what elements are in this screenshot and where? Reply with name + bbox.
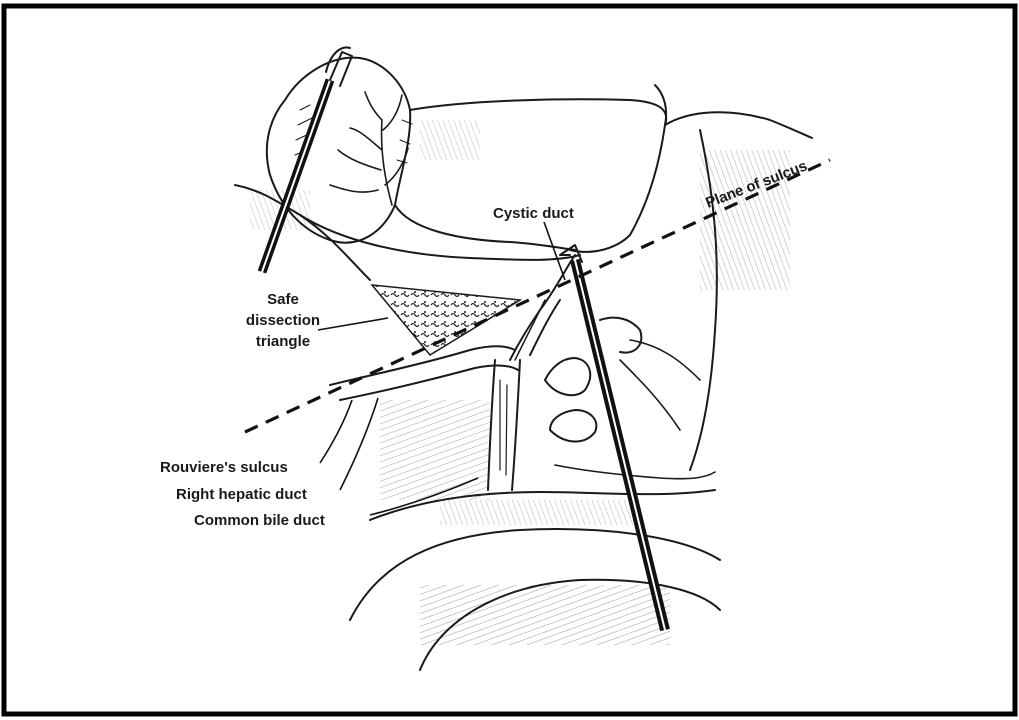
label-right-hepatic-duct: Right hepatic duct bbox=[176, 486, 307, 503]
label-rouvieres-sulcus: Rouviere's sulcus bbox=[160, 459, 288, 476]
label-safe-dissection-line1: Safe bbox=[267, 291, 299, 308]
label-safe-dissection-line2: dissection bbox=[246, 312, 320, 329]
label-common-bile-duct: Common bile duct bbox=[194, 512, 325, 529]
label-cystic-duct: Cystic duct bbox=[493, 205, 574, 222]
label-safe-dissection-line3: triangle bbox=[256, 333, 310, 350]
